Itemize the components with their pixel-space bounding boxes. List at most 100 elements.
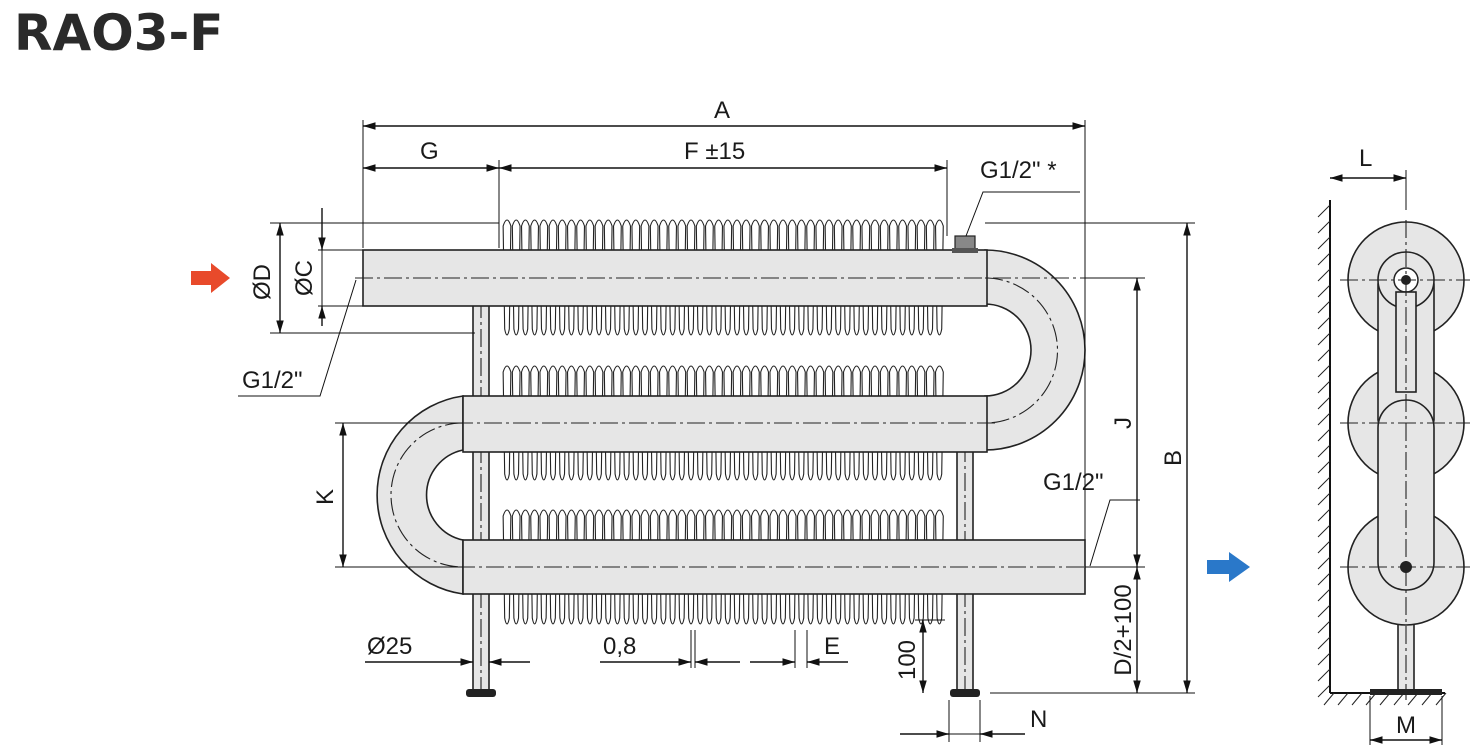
fin <box>704 365 714 481</box>
fin <box>879 365 889 481</box>
fin <box>898 365 908 481</box>
fins-top-row <box>502 219 944 336</box>
hatch-line <box>1317 380 1331 394</box>
fin <box>888 219 898 336</box>
fin <box>548 509 558 625</box>
fin <box>778 365 788 481</box>
hatch-line <box>1435 692 1447 706</box>
dim-fin-thickness-label: 0,8 <box>603 633 636 660</box>
fin <box>852 219 862 336</box>
fin <box>723 219 733 336</box>
hatch-line <box>1317 316 1331 330</box>
fin <box>806 219 816 336</box>
fin <box>603 509 613 625</box>
fin <box>796 219 806 336</box>
hatch-line <box>1317 636 1331 650</box>
fin <box>631 509 641 625</box>
fin <box>787 509 797 625</box>
fin <box>861 219 871 336</box>
leg-left <box>466 300 496 697</box>
fin <box>806 509 816 625</box>
fin <box>916 365 926 481</box>
fin <box>566 509 576 625</box>
u-bend-left <box>376 395 464 595</box>
fin <box>787 219 797 336</box>
fin <box>612 365 622 481</box>
fin <box>576 509 586 625</box>
fin <box>539 219 549 336</box>
fin <box>842 509 852 625</box>
fin <box>916 219 926 336</box>
hatch-line <box>1317 540 1331 554</box>
fin <box>760 365 770 481</box>
fin <box>511 365 521 481</box>
fin <box>520 219 530 336</box>
fin <box>668 219 678 336</box>
dim-g-label: G <box>420 138 439 165</box>
hatch-line <box>1317 620 1331 634</box>
fin <box>695 365 705 481</box>
fin <box>796 509 806 625</box>
hatch-line <box>1317 604 1331 618</box>
fin <box>649 365 659 481</box>
fin <box>778 509 788 625</box>
fin <box>677 365 687 481</box>
fin <box>879 509 889 625</box>
fin <box>631 219 641 336</box>
dim-l-label: L <box>1359 145 1372 172</box>
fin <box>640 509 650 625</box>
fin <box>585 509 595 625</box>
fin <box>649 509 659 625</box>
fin <box>714 365 724 481</box>
fin <box>704 219 714 336</box>
fin <box>594 365 604 481</box>
hatch-line <box>1317 476 1331 490</box>
hatch-line <box>1317 444 1331 458</box>
fin <box>640 219 650 336</box>
dim-leg-diameter-label: Ø25 <box>367 633 412 660</box>
fin <box>842 365 852 481</box>
fin <box>769 219 779 336</box>
hatch-line <box>1317 668 1331 682</box>
fin <box>677 219 687 336</box>
fin <box>898 509 908 625</box>
fin <box>934 219 944 336</box>
fin <box>566 365 576 481</box>
fin <box>934 509 944 625</box>
hatch-line <box>1317 236 1331 250</box>
fin <box>898 219 908 336</box>
hatch-line <box>1351 692 1363 706</box>
fin <box>612 509 622 625</box>
fin <box>612 219 622 336</box>
fin <box>585 219 595 336</box>
fin <box>741 365 751 481</box>
hatch-line <box>1317 396 1331 410</box>
hatch-line <box>1317 332 1331 346</box>
fin <box>925 219 935 336</box>
fin <box>824 219 834 336</box>
fin <box>879 219 889 336</box>
fin <box>594 509 604 625</box>
fin <box>723 365 733 481</box>
hatch-line <box>1317 572 1331 586</box>
dim-k-label: K <box>312 489 339 505</box>
hatch-line <box>1317 428 1331 442</box>
fins-bottom-row <box>502 509 944 625</box>
hatch-line <box>1317 412 1331 426</box>
fin <box>704 509 714 625</box>
hatch-line <box>1317 588 1331 602</box>
fin <box>723 509 733 625</box>
fin <box>557 219 567 336</box>
fin <box>511 509 521 625</box>
fin <box>760 509 770 625</box>
fin <box>530 219 540 336</box>
fin <box>815 365 825 481</box>
fin <box>750 509 760 625</box>
fin <box>852 509 862 625</box>
side-view: L M <box>1317 145 1470 745</box>
inlet-thread-label: G1/2" <box>242 367 303 394</box>
fin <box>861 365 871 481</box>
dim-inner-diameter-label: ØC <box>291 260 318 296</box>
hatch-line <box>1317 204 1331 218</box>
fin <box>907 219 917 336</box>
